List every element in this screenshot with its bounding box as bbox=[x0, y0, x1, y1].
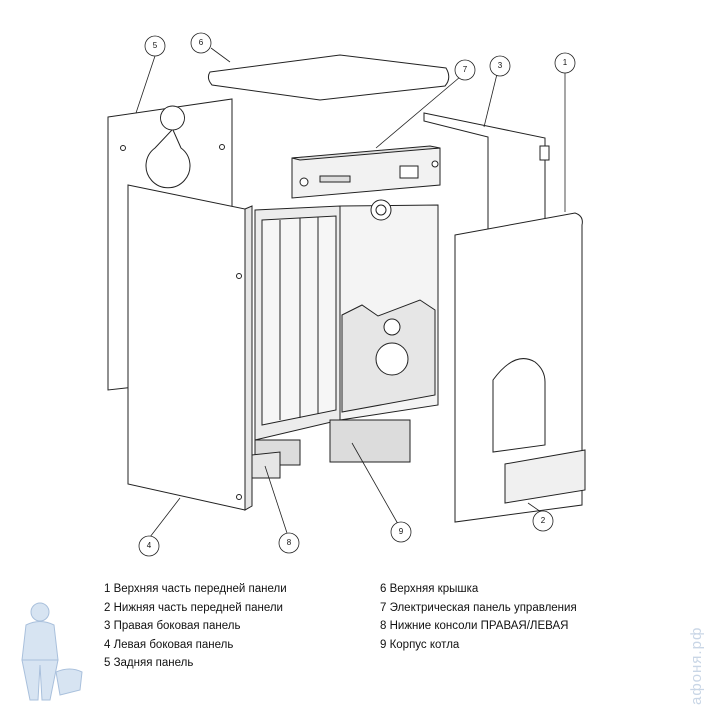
control-panel bbox=[291, 145, 441, 199]
plumber-mascot-image bbox=[21, 602, 83, 701]
front-lower-panel bbox=[504, 449, 586, 504]
callout-4 bbox=[138, 535, 160, 557]
watermark-text: афоня.рф bbox=[688, 626, 705, 705]
legend-item-7: 7 Электрическая панель управления bbox=[380, 601, 577, 614]
callout-2 bbox=[532, 510, 554, 532]
callout-5 bbox=[144, 35, 166, 57]
legend-right-column: 6 Верхняя крышка 7 Электрическая панель … bbox=[380, 580, 577, 654]
callout-8 bbox=[278, 532, 300, 554]
legend-item-2: 2 Нижняя часть передней панели bbox=[104, 601, 283, 614]
callout-7 bbox=[454, 59, 476, 81]
legend-item-1: 1 Верхняя часть передней панели bbox=[104, 583, 287, 595]
callout-2-label: 2 bbox=[541, 516, 546, 525]
callout-3-label: 3 bbox=[498, 61, 503, 70]
callout-9-label: 9 bbox=[399, 527, 404, 536]
callout-6-label: 6 bbox=[199, 38, 204, 47]
top-cover bbox=[207, 54, 450, 101]
left-side-panel bbox=[127, 184, 246, 511]
callout-6 bbox=[190, 32, 212, 54]
legend-item-4: 4 Левая боковая панель bbox=[104, 638, 234, 651]
callout-3 bbox=[489, 55, 511, 77]
legend-item-8: 8 Нижние консоли ПРАВАЯ/ЛЕВАЯ bbox=[380, 620, 569, 632]
bottom-console-left bbox=[251, 451, 281, 479]
callout-4-label: 4 bbox=[147, 541, 152, 550]
callout-7-label: 7 bbox=[463, 65, 468, 74]
legend-item-9: 9 Корпус котла bbox=[380, 638, 460, 651]
legend-item-5: 5 Задняя панель bbox=[104, 657, 194, 669]
callout-1-label: 1 bbox=[563, 58, 568, 67]
callout-5-label: 5 bbox=[153, 41, 158, 50]
rear-panel-keyhole bbox=[145, 105, 191, 189]
callout-8-label: 8 bbox=[287, 538, 292, 547]
callout-1 bbox=[554, 52, 576, 74]
boiler-body bbox=[254, 199, 439, 466]
callout-9 bbox=[390, 521, 412, 543]
legend-item-6: 6 Верхняя крышка bbox=[380, 583, 479, 595]
legend-left-column: 1 Верхняя часть передней панели 2 Нижняя… bbox=[104, 580, 287, 673]
legend-item-3: 3 Правая боковая панель bbox=[104, 620, 241, 632]
